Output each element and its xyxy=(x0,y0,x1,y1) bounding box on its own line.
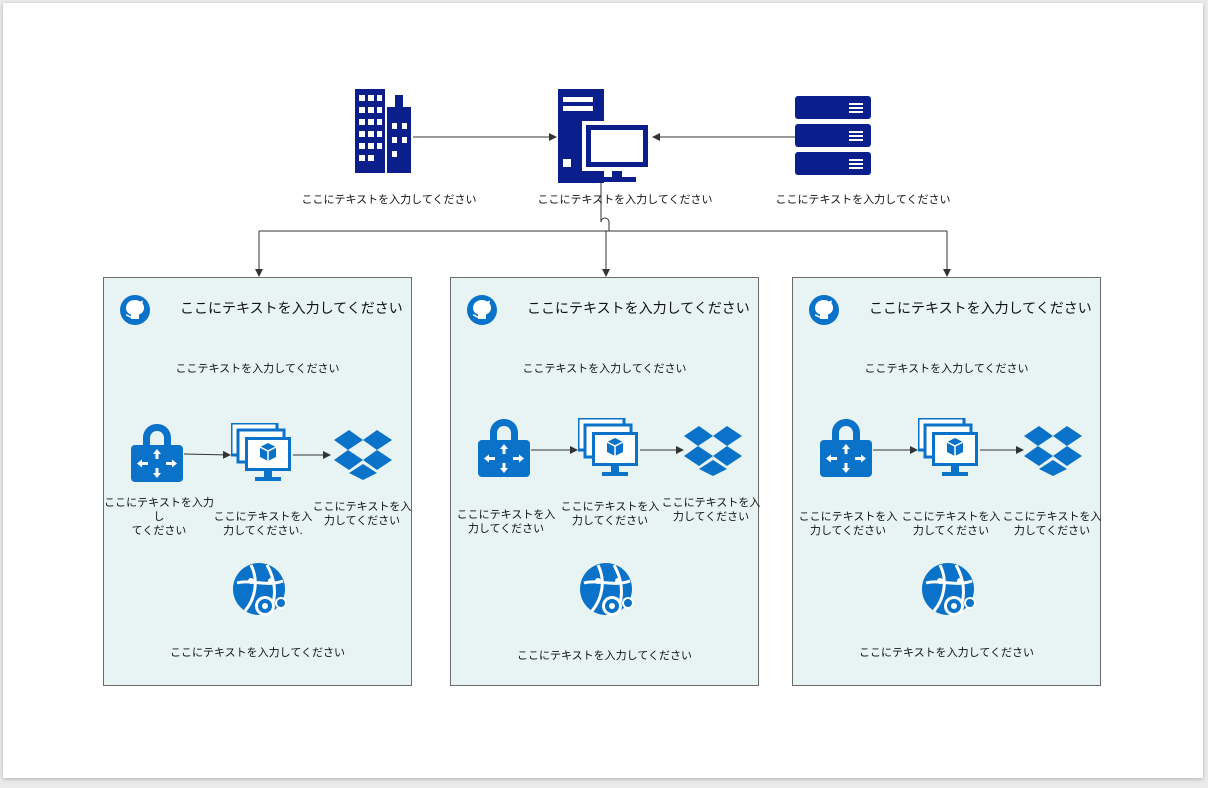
github-icon xyxy=(467,295,497,325)
panel-title: ここにテキストを入力してください xyxy=(527,301,750,317)
computer-label: ここにテキストを入力してください xyxy=(537,193,713,206)
vpn-gateway-lock-icon xyxy=(131,424,183,482)
panel-connectors xyxy=(873,446,1024,454)
bottom-label: ここにテキストを入力してください xyxy=(858,646,1034,659)
vm-label: ここにテキストを入力してください xyxy=(901,510,1001,537)
diagram-canvas: ここにテキストを入力してください ここにテキストを入力してください ここにテキス… xyxy=(3,3,1203,778)
building-label: ここにテキストを入力してください xyxy=(301,193,477,206)
bottom-label: ここにテキストを入力してください xyxy=(516,649,692,662)
github-icon xyxy=(809,295,839,325)
panel-title: ここにテキストを入力してください xyxy=(180,301,403,317)
connectors xyxy=(255,133,951,277)
web-app-globe-icon xyxy=(233,563,287,616)
vpn-gateway-lock-icon xyxy=(478,419,530,477)
panel-subtitle: ここテキストを入力してください xyxy=(522,362,687,375)
dropbox-icon xyxy=(334,430,392,480)
building-icon xyxy=(355,89,411,173)
dropbox-label: ここにテキストを入力してください xyxy=(1002,510,1102,537)
virtual-machines-icon xyxy=(578,418,638,476)
vm-label: ここにテキストを入力してください. xyxy=(213,510,313,537)
bottom-label: ここにテキストを入力してください xyxy=(169,646,345,659)
panel-2: ここにテキストを入力してください ここテキストを入力してください ここにテキスト… xyxy=(450,277,760,686)
edge-computer-trunk xyxy=(600,183,610,231)
lock-label: ここにテキストを入力してください xyxy=(456,508,556,535)
vpn-gateway-lock-icon xyxy=(820,419,872,477)
github-icon xyxy=(120,295,150,325)
web-app-globe-icon xyxy=(922,563,976,616)
edge-lock-vm xyxy=(183,450,231,459)
panel-3: ここにテキストを入力してください ここテキストを入力してください ここにテキスト… xyxy=(792,277,1101,686)
virtual-machines-icon xyxy=(231,423,291,481)
panel-connectors xyxy=(183,450,331,459)
lock-label: ここにテキストを入力してください xyxy=(104,496,214,537)
panel-connectors xyxy=(531,446,684,454)
server-rack-icon xyxy=(795,96,871,175)
panel-subtitle: ここテキストを入力してください xyxy=(175,362,340,375)
web-app-globe-icon xyxy=(580,563,634,616)
vm-label: ここにテキストを入力してください xyxy=(560,500,660,527)
dropbox-label: ここにテキストを入力してください xyxy=(661,496,761,523)
panel-1: ここにテキストを入力してください ここテキストを入力してください ここにテキスト… xyxy=(103,277,412,686)
lock-label: ここにテキストを入力してください xyxy=(798,510,898,537)
desktop-computer-icon xyxy=(558,89,652,183)
panel-subtitle: ここテキストを入力してください xyxy=(864,362,1029,375)
dropbox-icon xyxy=(684,426,742,476)
dropbox-icon xyxy=(1024,426,1082,476)
dropbox-label: ここにテキストを入力してください xyxy=(312,500,412,527)
virtual-machines-icon xyxy=(918,418,978,476)
server-label: ここにテキストを入力してください xyxy=(775,193,951,206)
panel-title: ここにテキストを入力してください xyxy=(869,301,1092,317)
